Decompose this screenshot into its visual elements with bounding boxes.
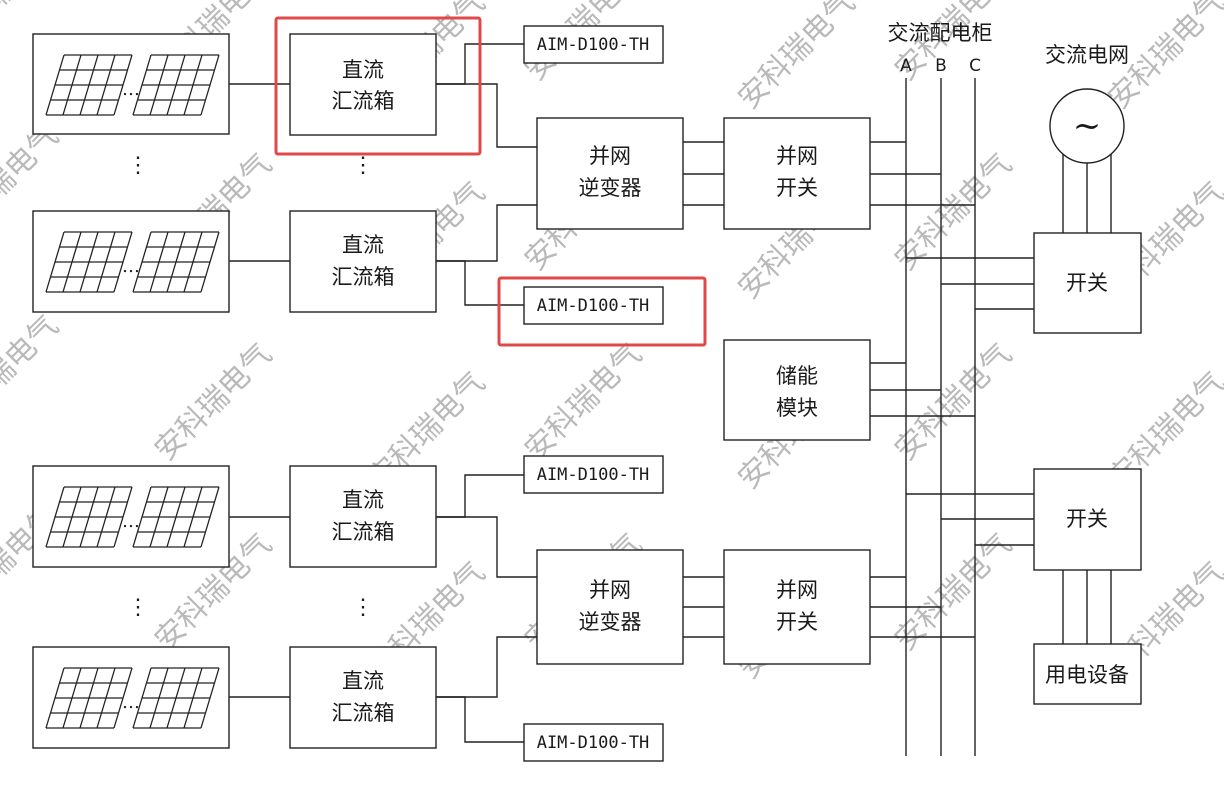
monitor-label: AIM-D100-TH [537,35,650,55]
inverter-label-line1: 并网 [589,144,631,168]
aim-monitor-2: AIM-D100-TH [523,286,664,325]
combiner-label-line2: 汇流箱 [332,701,395,725]
switch-label: 开关 [1066,271,1108,295]
ac-wave-symbol: ~ [1073,106,1102,146]
grid-switch-1: 并网 开关 [723,117,871,230]
switch-label: 开关 [1066,507,1108,531]
combiner-label-line2: 汇流箱 [332,520,395,544]
combiner-label-line1: 直流 [342,58,384,82]
switch-load-side: 开关 [1033,468,1142,571]
watermark-text: 安科瑞电气 [888,337,1019,468]
solar-panel-icon [45,667,220,729]
grid-switch-label-line2: 开关 [776,176,818,200]
monitor-label: AIM-D100-TH [537,733,650,753]
watermark-text: 安科瑞电气 [0,309,66,440]
ac-grid: 交流电网 ~ [1045,43,1129,233]
ac-distribution-cabinet: 交流配电柜 A B C [888,21,993,756]
inverter-switch-wires [683,141,724,638]
grid-switch-label-line1: 并网 [776,578,818,602]
pv-combiner-wires [229,83,290,698]
pv-array-1: … [32,33,230,135]
vertical-ellipsis: ⋮ [127,153,149,178]
bus-feeder-wires [870,141,1034,638]
dc-combiner-box-1: 直流 汇流箱 [289,33,437,136]
dc-combiner-box-2: 直流 汇流箱 [289,210,437,313]
aim-monitor-1: AIM-D100-TH [523,25,664,64]
combiner-label-line1: 直流 [342,488,384,512]
grid-inverter-2: 并网 逆变器 [536,549,684,665]
load-label: 用电设备 [1045,663,1129,687]
aim-monitor-3: AIM-D100-TH [523,455,664,494]
watermark-text: 安科瑞电气 [731,0,862,116]
grid-switch-2: 并网 开关 [723,549,871,665]
pv-array-4: … [32,646,230,749]
inverter-label-line1: 并网 [589,578,631,602]
pv-array-2: … [32,210,230,313]
vertical-ellipsis: ⋮ [352,595,374,620]
pv-ellipsis: … [122,692,140,713]
grid-switch-label-line2: 开关 [776,610,818,634]
bus-label-b: B [935,56,947,76]
solar-panel-icon [45,231,220,293]
combiner-label-line1: 直流 [342,669,384,693]
combiner-label-line2: 汇流箱 [332,89,395,113]
dc-combiner-box-4: 直流 汇流箱 [289,646,437,749]
watermark-text: 安科瑞电气 [888,527,1019,658]
storage-label-line2: 模块 [776,396,818,420]
switch-grid-side: 开关 [1033,232,1142,334]
vertical-ellipsis: ⋮ [352,153,374,178]
solar-panel-icon [45,54,220,116]
monitor-label: AIM-D100-TH [537,465,650,485]
storage-module: 储能 模块 [723,339,871,441]
grid-inverter-1: 并网 逆变器 [536,117,684,230]
monitor-label: AIM-D100-TH [537,296,650,316]
storage-label-line1: 储能 [776,364,818,388]
ac-grid-label: 交流电网 [1045,43,1129,67]
solar-panel-icon [45,486,220,548]
watermark-text: 安科瑞电气 [518,337,649,468]
combiner-label-line1: 直流 [342,233,384,257]
ac-cabinet-label: 交流配电柜 [888,21,993,45]
watermark-text: 安科瑞电气 [148,337,279,468]
vertical-ellipsis: ⋮ [127,595,149,620]
highlight-monitor [497,276,707,347]
combiner-label-line2: 汇流箱 [332,265,395,289]
pv-ellipsis: … [122,256,140,277]
combiner-wires [436,43,537,743]
grid-switch-label-line1: 并网 [776,144,818,168]
dc-combiner-box-3: 直流 汇流箱 [289,465,437,568]
pv-ellipsis: … [122,79,140,100]
inverter-label-line2: 逆变器 [579,176,642,200]
highlight-combiner-box [274,16,482,156]
electrical-load: 用电设备 [1033,643,1142,705]
bus-label-a: A [900,56,912,76]
pv-array-3: … [32,465,230,568]
bus-label-c: C [969,56,981,76]
pv-ellipsis: … [122,511,140,532]
inverter-label-line2: 逆变器 [579,610,642,634]
aim-monitor-4: AIM-D100-TH [523,723,664,762]
load-wires [1062,570,1112,644]
